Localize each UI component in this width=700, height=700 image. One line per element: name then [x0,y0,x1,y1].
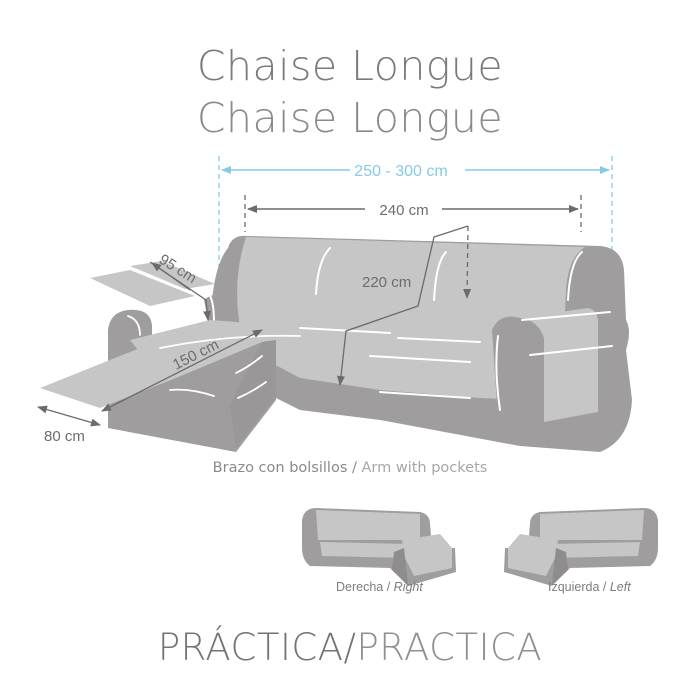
model-name-en: PRACTICA [356,626,543,669]
cover-depth-dimension: 220 cm [337,225,472,386]
variant-left-label: Izquierda / Left [548,580,631,594]
cover-depth-label: 220 cm [362,274,411,291]
overall-width-dimension: 250 - 300 cm [218,156,613,268]
caption-es: Brazo con bolsillos [212,460,348,476]
model-name: PRÁCTICA/PRACTICA [157,626,543,669]
variant-right-label: Derecha / Right [336,580,423,594]
chaise-width-label: 80 cm [44,428,85,445]
arm-pocket-flaps [90,261,215,306]
cover-width-label: 240 cm [379,202,428,219]
arm-pockets-caption: Brazo con bolsillos / Arm with pockets [212,460,488,476]
cover-width-dimension: 240 cm [244,195,582,232]
variant-right-illustration [302,508,456,586]
variant-left-illustration [504,508,658,586]
chaise-width-dimension: 80 cm [37,405,101,445]
overall-width-label: 250 - 300 cm [354,163,447,180]
title-english: Chaise Longue [196,94,504,142]
caption-en: Arm with pockets [361,460,488,476]
model-name-es: PRÁCTICA [157,626,344,669]
title-spanish: Chaise Longue [196,42,504,90]
sofa-main-body [204,235,632,452]
